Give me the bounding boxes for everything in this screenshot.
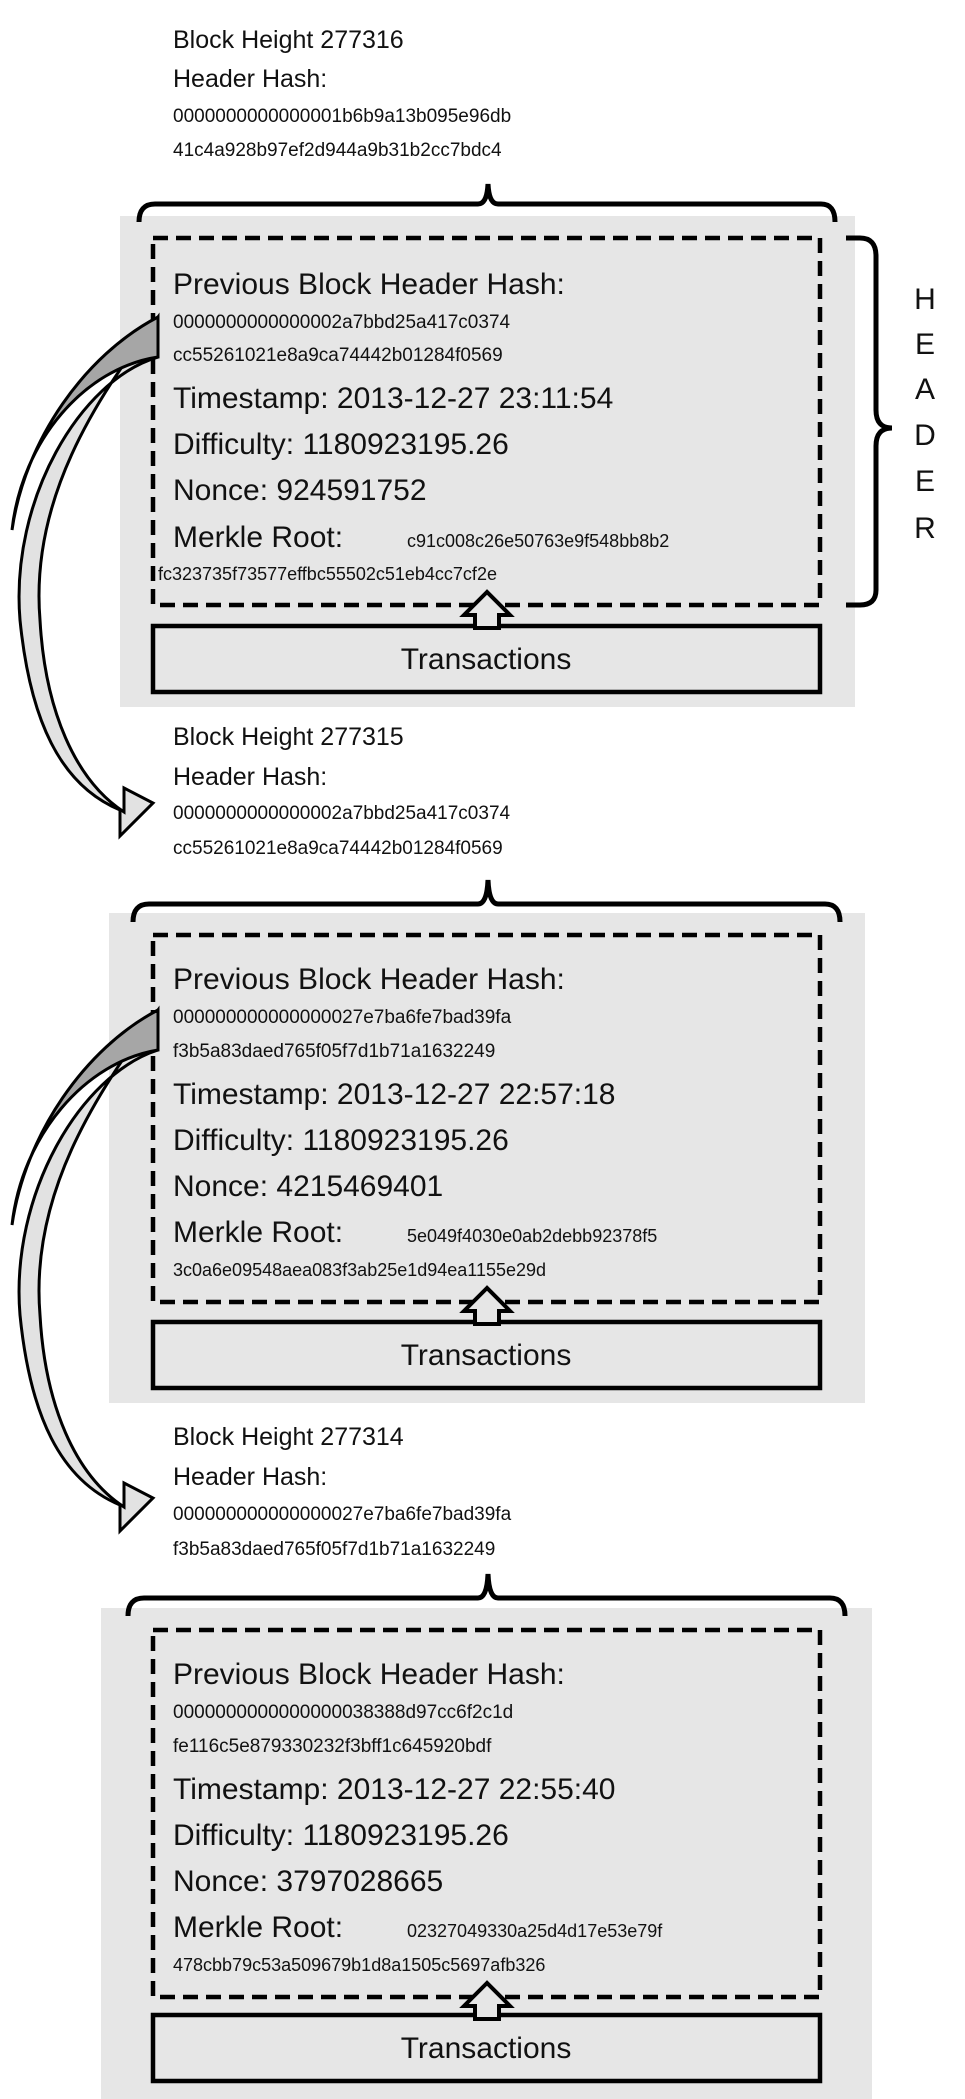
header-hash-line-2: f3b5a83daed765f05f7d1b71a1632249 (173, 1539, 496, 1560)
difficulty: Difficulty: 1180923195.26 (173, 1819, 509, 1852)
timestamp: Timestamp: 2013-12-27 22:57:18 (173, 1078, 616, 1111)
merkle-root-line-2: 3c0a6e09548aea083f3ab25e1d94ea1155e29d (173, 1260, 547, 1280)
difficulty: Difficulty: 1180923195.26 (173, 1124, 509, 1157)
transactions-label: Transactions (400, 643, 572, 676)
link-arrow-2-light (17, 1005, 160, 1535)
header-hash-line-1: 000000000000000027e7ba6fe7bad39fa (173, 1504, 512, 1525)
header-hash-label: Header Hash: (173, 763, 328, 791)
merkle-root-line-2: 478cbb79c53a509679b1d8a1505c5697afb326 (173, 1955, 546, 1975)
block-height-label: Block Height 277316 (173, 26, 404, 54)
merkle-root-line-2: fc323735f73577effbc55502c51eb4cc7cf2e (158, 564, 497, 584)
header-hash-line-2: 41c4a928b97ef2d944a9b31b2cc7bdc4 (173, 140, 502, 161)
timestamp: Timestamp: 2013-12-27 22:55:40 (173, 1773, 616, 1806)
link-arrow-1-light (17, 312, 160, 840)
block-height-label: Block Height 277315 (173, 723, 404, 751)
prev-block-header-hash-label: Previous Block Header Hash: (173, 1658, 565, 1691)
nonce: Nonce: 4215469401 (173, 1170, 444, 1203)
merkle-root-label: Merkle Root: (173, 521, 344, 554)
timestamp: Timestamp: 2013-12-27 23:11:54 (173, 382, 614, 415)
nonce: Nonce: 3797028665 (173, 1865, 444, 1898)
header-side-brace (846, 235, 893, 608)
header-side-letter: H (914, 283, 936, 316)
merkle-root-line-1: c91c008c26e50763e9f548bb8b2 (407, 531, 670, 551)
header-hash-label: Header Hash: (173, 1463, 328, 1491)
merkle-root-label: Merkle Root: (173, 1911, 344, 1944)
prev-hash-line-1: 000000000000000027e7ba6fe7bad39fa (173, 1007, 512, 1028)
header-hash-line-2: cc55261021e8a9ca74442b01284f0569 (173, 838, 503, 859)
header-side-letter: R (914, 512, 936, 545)
block-2-transactions-box (150, 1319, 823, 1391)
merkle-root-line-1: 5e049f4030e0ab2debb92378f5 (407, 1226, 658, 1246)
prev-hash-line-1: 0000000000000002a7bbd25a417c0374 (173, 312, 511, 333)
header-side-letter: A (914, 373, 935, 406)
block-1-merkle-arrow (459, 589, 515, 630)
header-side-letter: E (914, 465, 935, 498)
block-3-transactions-box (150, 2012, 823, 2084)
prev-hash-line-1: 0000000000000000038388d97cc6f2c1d (173, 1702, 514, 1723)
prev-block-header-hash-label: Previous Block Header Hash: (173, 268, 565, 301)
transactions-label: Transactions (400, 1339, 572, 1372)
block-height-label: Block Height 277314 (173, 1423, 404, 1451)
difficulty: Difficulty: 1180923195.26 (173, 428, 509, 461)
link-arrow-1-dark (10, 314, 160, 531)
prev-hash-line-2: cc55261021e8a9ca74442b01284f0569 (173, 345, 503, 366)
header-hash-line-1: 0000000000000001b6b9a13b095e96db (173, 106, 512, 127)
merkle-root-label: Merkle Root: (173, 1216, 344, 1249)
prev-block-header-hash-label: Previous Block Header Hash: (173, 963, 565, 996)
block-2-merkle-arrow (459, 1285, 515, 1326)
header-hash-line-1: 0000000000000002a7bbd25a417c0374 (173, 803, 511, 824)
block-3-header-hash-brace (125, 1573, 848, 1617)
header-side-letter: E (914, 328, 935, 361)
nonce: Nonce: 924591752 (173, 474, 427, 507)
transactions-label: Transactions (400, 2032, 572, 2065)
prev-hash-line-2: f3b5a83daed765f05f7d1b71a1632249 (173, 1041, 496, 1062)
merkle-root-line-1: 02327049330a25d4d17e53e79f (407, 1921, 663, 1941)
prev-hash-line-2: fe116c5e879330232f3bff1c645920bdf (173, 1736, 492, 1757)
block-1-header-hash-brace (136, 183, 838, 223)
block-2-header-hash-brace (130, 879, 843, 923)
link-arrow-2-dark (10, 1007, 160, 1226)
header-hash-label: Header Hash: (173, 65, 328, 93)
header-side-letter: D (914, 419, 936, 452)
block-3-merkle-arrow (459, 1980, 515, 2021)
